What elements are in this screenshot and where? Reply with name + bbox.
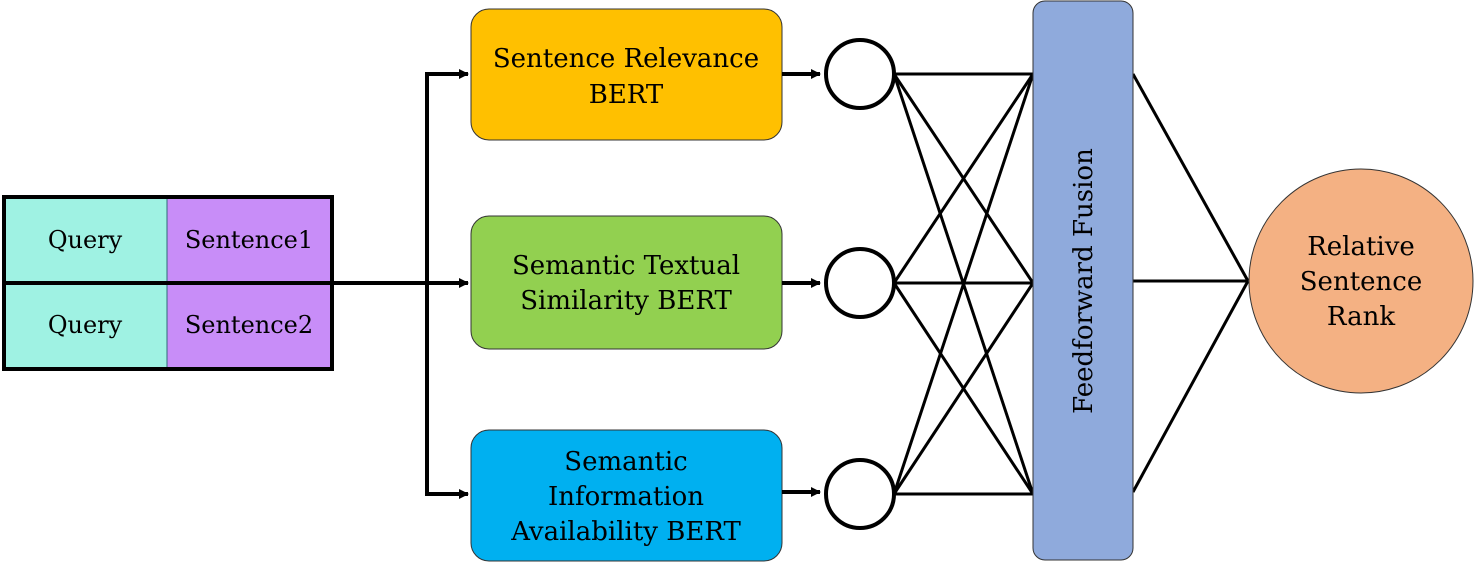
feedforward-fusion-label: Feedforward Fusion [1069,148,1099,414]
bert-score-nodes [824,38,896,530]
output-connections [1131,73,1250,493]
similarity-bert-line2: Similarity BERT [520,286,732,316]
availability-bert-rect [470,429,783,562]
sentence-label-1: Sentence1 [185,226,313,254]
availability-bert-box: Semantic Information Availability BERT [470,429,783,562]
output-circle [1248,168,1474,394]
feedforward-fusion: Feedforward Fusion [1032,0,1134,561]
relevance-bert-box: Sentence Relevance BERT [470,8,783,141]
availability-bert-line1: Semantic [564,447,687,477]
similarity-score-node [824,247,896,319]
availability-score-node [824,458,896,530]
sentence-cell-1 [166,196,332,284]
sentence-cell-2 [166,282,332,370]
relative-sentence-rank: Relative Sentence Rank [1248,168,1474,394]
query-label-2: Query [48,311,123,339]
similarity-bert-line1: Semantic Textual [512,251,740,281]
query-label-1: Query [48,226,123,254]
similarity-bert-rect [470,215,783,350]
relevance-score-node [824,38,896,110]
availability-bert-line3: Availability BERT [510,517,741,547]
bert-output-arrows [782,69,821,497]
query-cell-1 [4,196,168,284]
relevance-bert-line1: Sentence Relevance [493,44,759,74]
availability-bert-line2: Information [548,482,704,512]
relevance-bert-rect [470,8,783,141]
feedforward-fusion-bar [1032,0,1134,561]
relevance-bert-line2: BERT [589,80,664,110]
sentence-label-2: Sentence2 [185,311,313,339]
output-label-line1: Relative [1307,232,1415,262]
fusion-connections [892,72,1035,496]
input-arrows [4,69,469,499]
output-label-line3: Rank [1327,302,1395,332]
similarity-bert-box: Semantic Textual Similarity BERT [470,215,783,350]
output-label-line2: Sentence [1300,267,1422,297]
